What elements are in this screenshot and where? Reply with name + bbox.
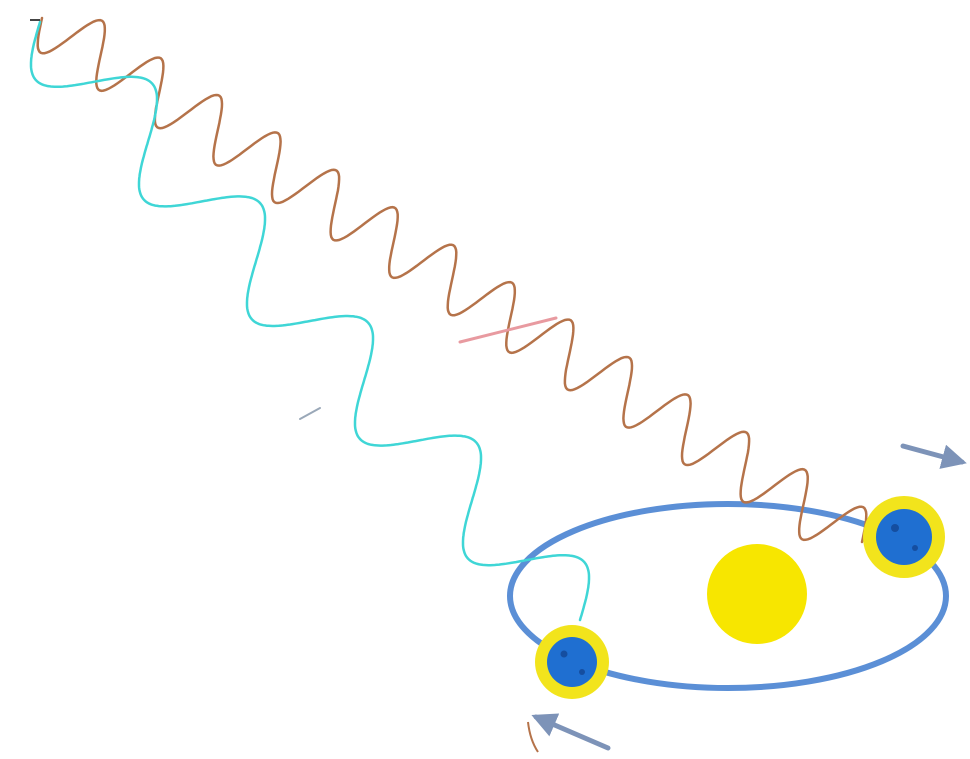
planet-left-icon — [535, 625, 609, 699]
motion-arrow-left — [536, 717, 608, 748]
short-wavelength-wave — [31, 22, 589, 620]
star-sun-icon — [707, 544, 807, 644]
wave-marker-pink — [460, 318, 556, 342]
wave-tail-left — [528, 722, 538, 752]
motion-arrow-right — [903, 446, 962, 462]
planet-right-icon — [863, 496, 945, 578]
wave-marker-gray — [300, 408, 320, 419]
long-wavelength-wave — [38, 18, 867, 542]
